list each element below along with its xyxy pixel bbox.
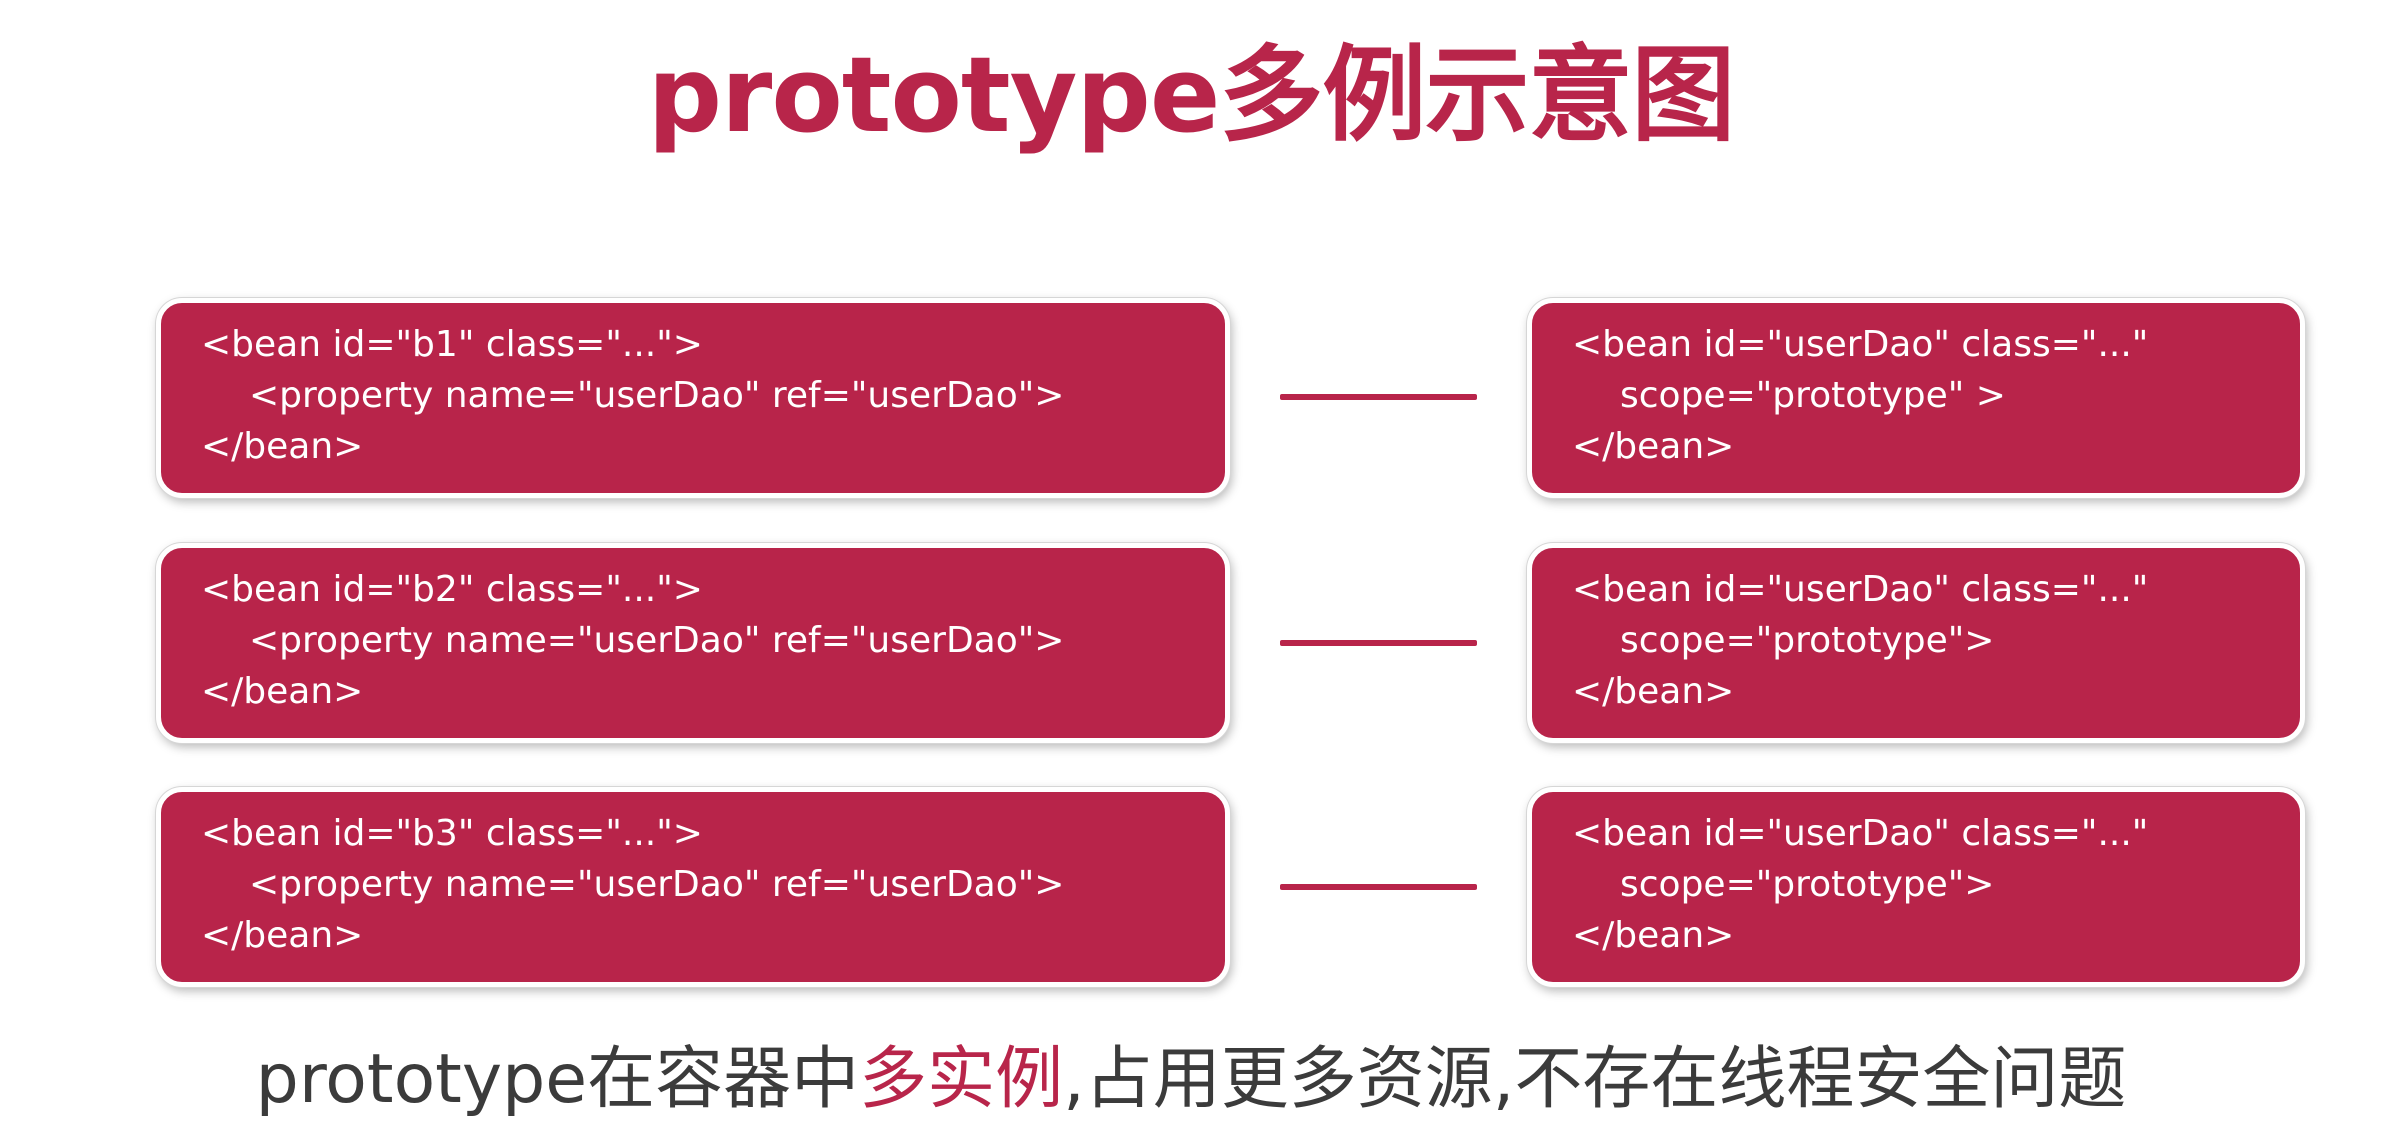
userdao-prototype-box-3: <bean id="userDao" class="..." scope="pr…	[1527, 787, 2305, 987]
userdao-open-tag-2: <bean id="userDao" class="..."	[1572, 569, 2149, 610]
connector-line-2	[1280, 640, 1477, 646]
caption-highlight: 多实例	[859, 1040, 1064, 1119]
userdao-close-tag-3: </bean>	[1572, 915, 1735, 956]
bean-b1-close-tag: </bean>	[201, 426, 364, 467]
caption-part-2: ,占用更多资源,不存在线程安全问题	[1063, 1040, 2127, 1119]
userdao-prototype-box-1: <bean id="userDao" class="..." scope="pr…	[1527, 298, 2305, 498]
userdao-open-tag-1: <bean id="userDao" class="..."	[1572, 324, 2149, 365]
userdao-scope-3: scope="prototype">	[1620, 864, 1995, 905]
bean-b1-open-tag: <bean id="b1" class="...">	[201, 324, 703, 365]
connector-line-1	[1280, 394, 1477, 400]
bean-b1-box: <bean id="b1" class="..."> <property nam…	[156, 298, 1230, 498]
bean-b3-open-tag: <bean id="b3" class="...">	[201, 813, 703, 854]
bean-b2-close-tag: </bean>	[201, 671, 364, 712]
connector-line-3	[1280, 884, 1477, 890]
userdao-close-tag-1: </bean>	[1572, 426, 1735, 467]
caption: prototype在容器中多实例,占用更多资源,不存在线程安全问题	[0, 1035, 2382, 1125]
userdao-close-tag-2: </bean>	[1572, 671, 1735, 712]
bean-b3-property: <property name="userDao" ref="userDao">	[249, 864, 1065, 905]
userdao-scope-1: scope="prototype" >	[1620, 375, 2006, 416]
userdao-scope-2: scope="prototype">	[1620, 620, 1995, 661]
bean-b2-box: <bean id="b2" class="..."> <property nam…	[156, 543, 1230, 743]
bean-b2-open-tag: <bean id="b2" class="...">	[201, 569, 703, 610]
bean-b3-close-tag: </bean>	[201, 915, 364, 956]
caption-part-1: prototype在容器中	[255, 1040, 860, 1119]
diagram-title: prototype多例示意图	[647, 34, 1736, 156]
userdao-prototype-box-2: <bean id="userDao" class="..." scope="pr…	[1527, 543, 2305, 743]
userdao-open-tag-3: <bean id="userDao" class="..."	[1572, 813, 2149, 854]
bean-b1-property: <property name="userDao" ref="userDao">	[249, 375, 1065, 416]
bean-b3-box: <bean id="b3" class="..."> <property nam…	[156, 787, 1230, 987]
bean-b2-property: <property name="userDao" ref="userDao">	[249, 620, 1065, 661]
